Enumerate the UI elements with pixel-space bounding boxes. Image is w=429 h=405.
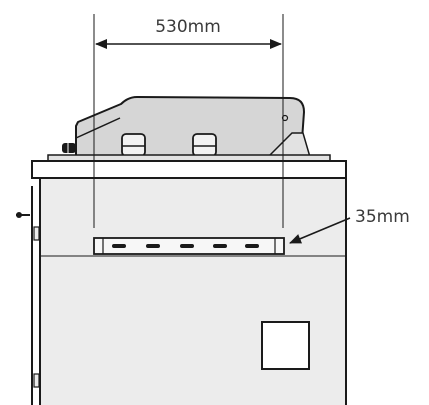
control-knob-right <box>192 133 217 157</box>
height-label: 35mm <box>355 207 410 227</box>
grill-lid <box>75 96 305 158</box>
mounting-slot <box>112 244 126 248</box>
door-hinge-bottom <box>33 373 40 388</box>
side-knob-icon <box>62 143 76 153</box>
vent-opening <box>261 321 310 370</box>
door-handle-icon <box>16 212 30 218</box>
countertop <box>31 160 347 179</box>
control-knob-left <box>121 133 146 157</box>
mounting-slot <box>213 244 227 248</box>
cabinet-body <box>39 177 347 405</box>
mounting-slot <box>180 244 194 248</box>
height-callout-arrow <box>289 217 351 244</box>
mounting-slots <box>112 244 259 248</box>
mounting-slot <box>245 244 259 248</box>
width-label: 530mm <box>155 17 221 37</box>
door-hinge-top <box>33 226 40 241</box>
lid-edge <box>75 117 121 139</box>
mounting-slot <box>146 244 160 248</box>
